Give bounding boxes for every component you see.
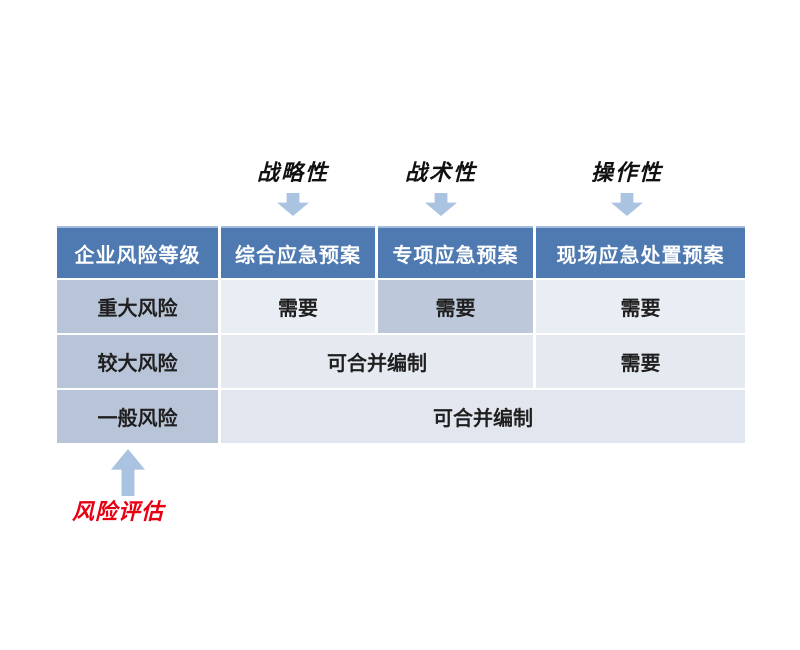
cell-major-special: 需要	[378, 280, 533, 333]
risk-assessment-label: 风险评估	[71, 499, 164, 524]
cell-larger-onsite: 需要	[536, 335, 745, 388]
header-cell-special-plan: 专项应急预案	[378, 226, 533, 278]
cell-major-comprehensive: 需要	[221, 280, 375, 333]
cell-major-risk-level: 重大风险	[57, 280, 218, 333]
header-cell-risk-level: 企业风险等级	[57, 226, 218, 278]
cell-major-onsite: 需要	[536, 280, 745, 333]
annotation-strategic: 战略性	[238, 160, 348, 216]
cell-larger-risk-level: 较大风险	[57, 335, 218, 388]
cell-general-merged: 可合并编制	[221, 390, 745, 443]
annotation-operational: 操作性	[572, 160, 682, 216]
tactical-label: 战术性	[404, 160, 477, 185]
header-cell-comprehensive-plan: 综合应急预案	[221, 226, 375, 278]
operational-label: 操作性	[590, 160, 663, 185]
header-cell-onsite-plan: 现场应急处置预案	[536, 226, 745, 278]
risk-plan-table: 企业风险等级 综合应急预案 专项应急预案 现场应急处置预案 重大风险 需要 需要…	[57, 226, 745, 443]
arrow-down-icon	[277, 193, 309, 216]
strategic-label: 战略性	[256, 160, 329, 185]
arrow-down-icon	[425, 193, 457, 216]
arrow-up-icon	[111, 449, 145, 496]
cell-general-risk-level: 一般风险	[57, 390, 218, 443]
annotation-tactical: 战术性	[386, 160, 496, 216]
cell-larger-merged: 可合并编制	[221, 335, 533, 388]
arrow-down-icon	[611, 193, 643, 216]
